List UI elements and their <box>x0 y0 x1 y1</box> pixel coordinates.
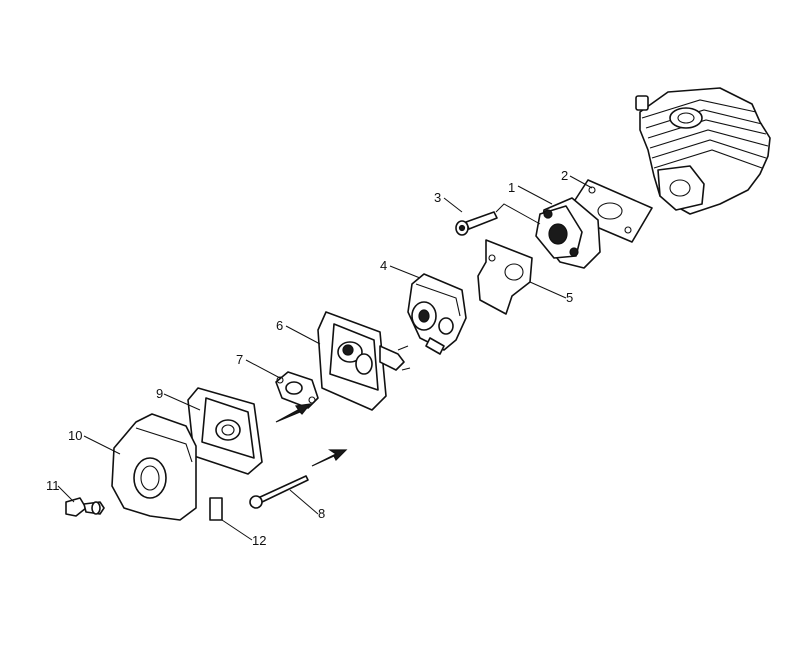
callout-2: 2 <box>561 168 568 183</box>
assembly-arrow-lower <box>311 449 348 467</box>
leader-lines <box>57 175 593 541</box>
insulator-part-5 <box>477 239 533 315</box>
callout-6: 6 <box>276 318 283 333</box>
long-screw-part-8 <box>249 475 309 509</box>
callout-8: 8 <box>318 506 325 521</box>
carburetor-part-4 <box>407 273 467 355</box>
callout-labels: 1 2 3 4 5 6 7 8 9 10 11 12 <box>46 168 573 548</box>
wing-nut-part-11 <box>65 497 105 517</box>
filter-base-part-6 <box>317 311 411 411</box>
bolt-part-3 <box>455 211 498 236</box>
callout-10: 10 <box>68 428 82 443</box>
filter-element-part-9 <box>187 387 263 475</box>
choke-plate-part-7 <box>275 371 319 409</box>
callout-9: 9 <box>156 386 163 401</box>
intake-flange-part-1 <box>535 197 601 269</box>
callout-5: 5 <box>566 290 573 305</box>
label-part-12 <box>209 497 223 521</box>
callout-7: 7 <box>236 352 243 367</box>
filter-cover-part-10 <box>111 413 197 521</box>
assembly-arrow-upper <box>275 403 312 423</box>
engine-cylinder <box>635 87 771 215</box>
callout-4: 4 <box>380 258 387 273</box>
callout-1: 1 <box>508 180 515 195</box>
callout-11: 11 <box>46 478 60 493</box>
callout-12: 12 <box>252 533 266 548</box>
callout-3: 3 <box>434 190 441 205</box>
